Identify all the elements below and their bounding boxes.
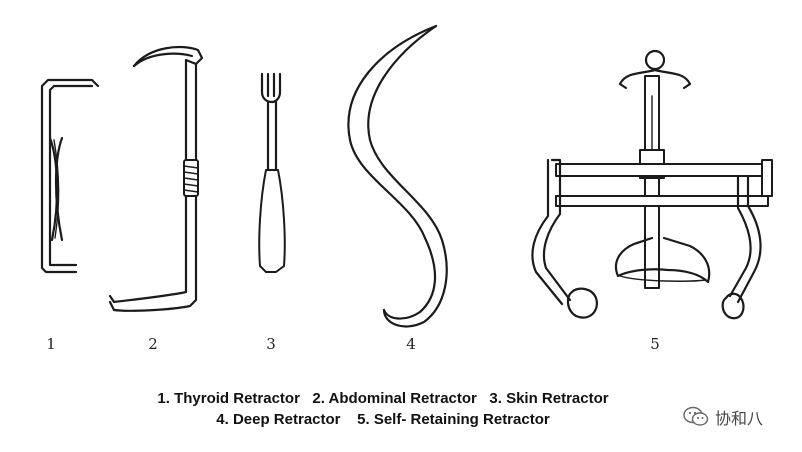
- instrument-number-4: 4: [406, 335, 416, 353]
- caption-line-2: 4. Deep Retractor 5. Self- Retaining Ret…: [216, 411, 550, 428]
- instrument-number-2: 2: [148, 335, 158, 353]
- watermark-text: 协和八: [715, 409, 764, 428]
- caption-line-1: 1. Thyroid Retractor 2. Abdominal Retrac…: [157, 390, 609, 407]
- thyroid-retractor-icon: [40, 78, 100, 274]
- self-retaining-retractor-icon: [531, 49, 773, 320]
- deep-retractor-icon: [347, 24, 448, 328]
- skin-retractor-icon: [258, 72, 286, 273]
- wechat-icon: [683, 406, 709, 426]
- watermark: 协和八: [683, 405, 763, 429]
- instrument-number-3: 3: [266, 335, 276, 353]
- instrument-number-1: 1: [46, 335, 56, 353]
- instrument-number-5: 5: [650, 335, 660, 353]
- abdominal-retractor-icon: [108, 45, 204, 312]
